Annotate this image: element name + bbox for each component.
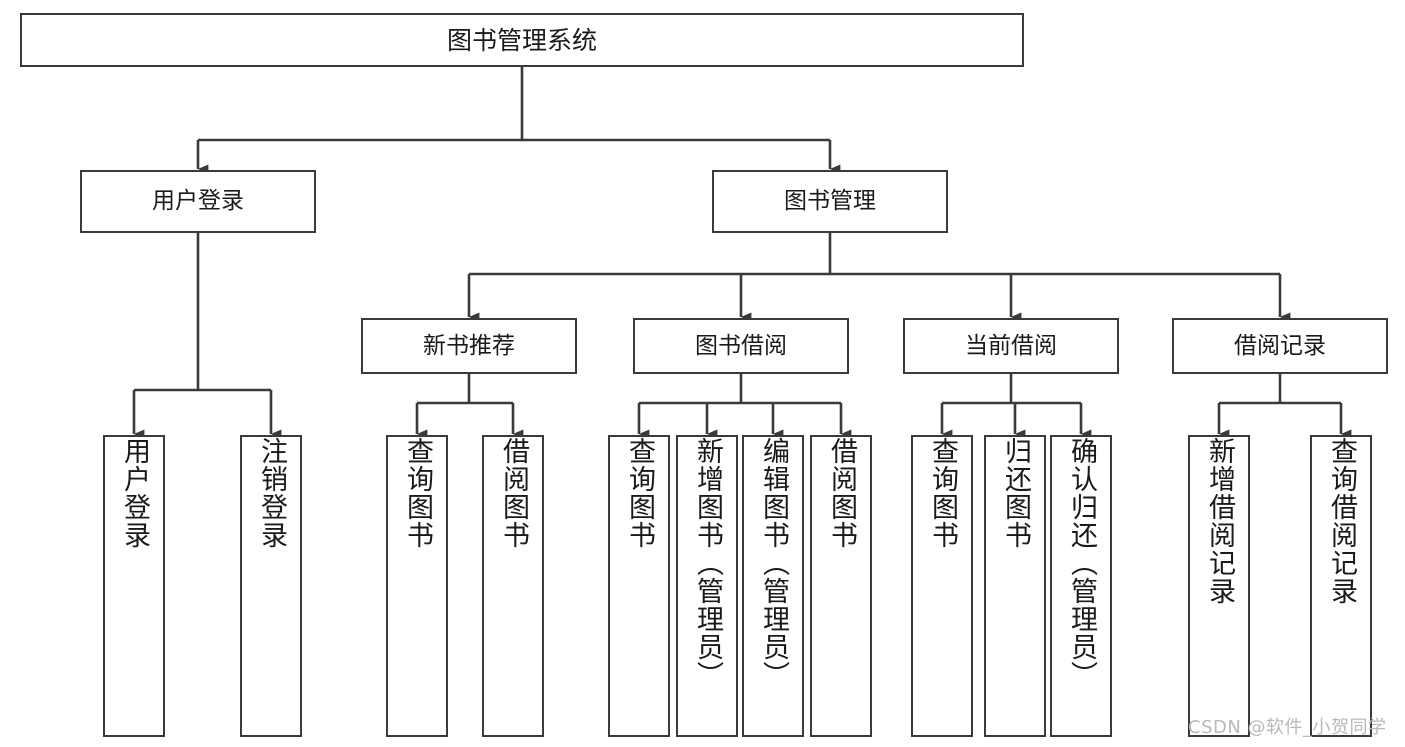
node-leaf-11[interactable]: 确认归还（管理员）	[1050, 435, 1112, 737]
node-label: 借阅图书	[498, 437, 530, 549]
node-label: 借阅记录	[1234, 332, 1326, 359]
node-records[interactable]: 借阅记录	[1172, 318, 1388, 374]
node-leaf-6[interactable]: 新增图书（管理员）	[676, 435, 738, 737]
node-label: 编辑图书（管理员）	[758, 437, 790, 689]
node-bookmgmt[interactable]: 图书管理	[712, 170, 948, 233]
node-label: 查询图书	[927, 437, 959, 549]
node-newbook[interactable]: 新书推荐	[361, 318, 577, 374]
csdn-watermark: CSDN @软件_小贺同学	[1188, 717, 1387, 738]
node-current[interactable]: 当前借阅	[903, 318, 1119, 374]
node-label: 借阅图书	[826, 437, 858, 549]
node-root[interactable]: 图书管理系统	[20, 13, 1024, 67]
node-login[interactable]: 用户登录	[80, 170, 316, 233]
node-leaf-1[interactable]: 用户登录	[103, 435, 165, 737]
node-leaf-12[interactable]: 新增借阅记录	[1188, 435, 1250, 737]
node-label: 查询图书	[402, 437, 434, 549]
node-label: 新书推荐	[423, 332, 515, 359]
node-label: 新增图书（管理员）	[692, 437, 724, 689]
node-label: 用户登录	[119, 437, 151, 549]
node-label: 查询图书	[624, 437, 656, 549]
node-label: 用户登录	[152, 188, 244, 214]
node-label: 新增借阅记录	[1204, 437, 1236, 605]
node-leaf-2[interactable]: 注销登录	[240, 435, 302, 737]
node-leaf-8[interactable]: 借阅图书	[810, 435, 872, 737]
node-leaf-13[interactable]: 查询借阅记录	[1310, 435, 1372, 737]
node-label: 查询借阅记录	[1326, 437, 1358, 605]
node-leaf-10[interactable]: 归还图书	[984, 435, 1046, 737]
node-label: 归还图书	[1000, 437, 1032, 549]
node-label: 确认归还（管理员）	[1066, 437, 1098, 689]
node-leaf-5[interactable]: 查询图书	[608, 435, 670, 737]
node-label: 图书借阅	[695, 332, 787, 359]
node-label: 图书管理系统	[446, 25, 597, 55]
node-label: 图书管理	[784, 188, 876, 214]
node-leaf-4[interactable]: 借阅图书	[482, 435, 544, 737]
node-leaf-7[interactable]: 编辑图书（管理员）	[742, 435, 804, 737]
node-label: 注销登录	[256, 437, 288, 549]
node-borrow[interactable]: 图书借阅	[633, 318, 849, 374]
node-leaf-3[interactable]: 查询图书	[386, 435, 448, 737]
node-leaf-9[interactable]: 查询图书	[911, 435, 973, 737]
node-label: 当前借阅	[965, 332, 1057, 359]
